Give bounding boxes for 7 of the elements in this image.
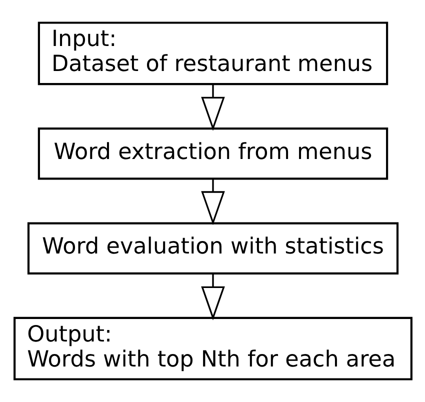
arrow [200,274,224,320]
node-box: Word evaluation with statistics [26,222,398,274]
node-box: Word extraction from menus [37,128,388,180]
node-box: Input: Dataset of restaurant menus [37,22,388,86]
arrow [200,179,224,226]
node-box: Output: Words with top Nth for each area [13,316,412,380]
arrow [200,84,224,131]
